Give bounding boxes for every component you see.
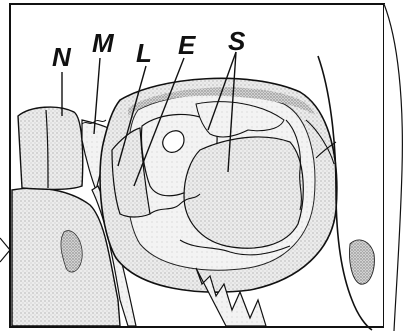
label-l: L: [136, 38, 152, 68]
label-m: M: [92, 28, 115, 58]
label-s: S: [228, 26, 246, 56]
n-structure: [18, 107, 83, 189]
s-lower-region: [184, 137, 303, 248]
label-e: E: [178, 30, 196, 60]
left-notch: [0, 238, 10, 262]
label-n: N: [52, 42, 72, 72]
right-zone: [384, 4, 411, 331]
